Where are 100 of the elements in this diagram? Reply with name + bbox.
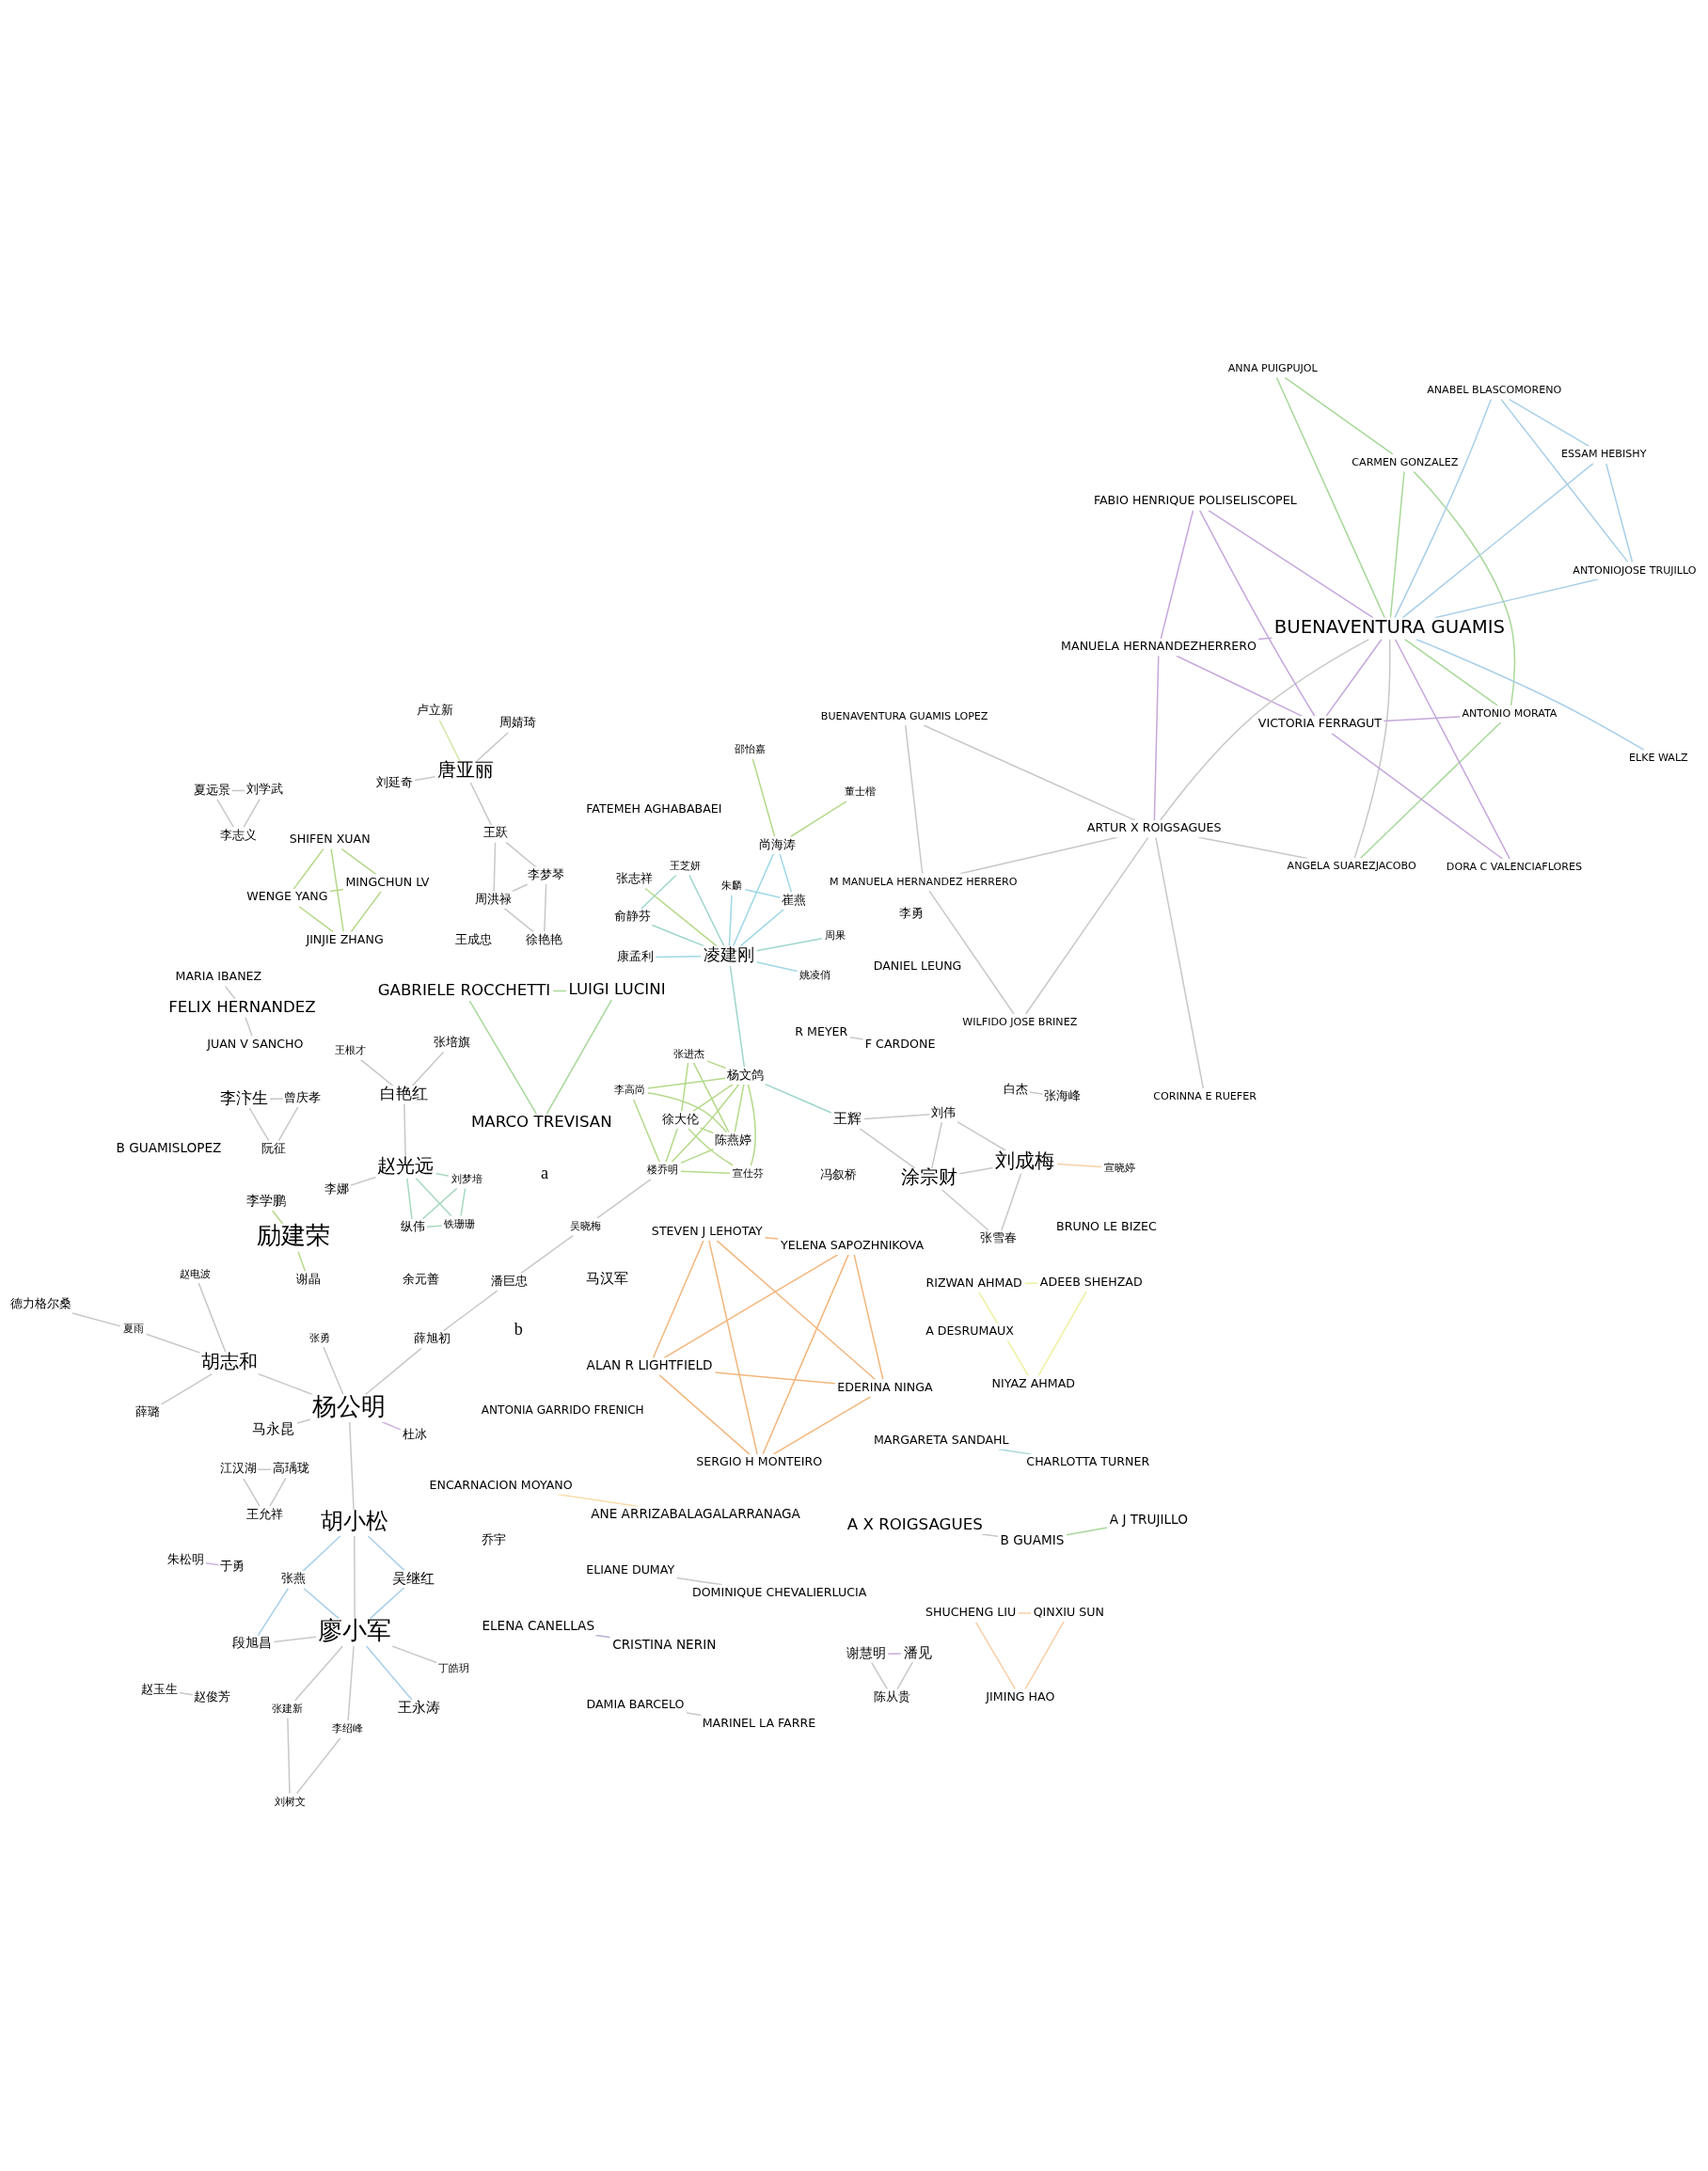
connector	[729, 965, 746, 1069]
node-text: CORINNA E RUEFER	[1153, 1090, 1257, 1103]
connector	[680, 1062, 689, 1113]
label: a	[541, 1163, 549, 1182]
node-text: DORA C VALENCIAFLORES	[1446, 860, 1583, 873]
connector	[1415, 638, 1645, 752]
node-text: 徐大伦	[661, 1111, 699, 1126]
node-text: 王根才	[334, 1044, 366, 1057]
node-text: ANTONIO MORATA	[1462, 706, 1558, 720]
connector	[224, 985, 236, 1000]
connector	[544, 883, 547, 933]
connector	[1359, 721, 1502, 860]
connector	[686, 1712, 703, 1717]
node-text: JIMING HAO	[986, 1688, 1055, 1704]
connector	[594, 1634, 611, 1639]
node-text: MARIA IBANEZ	[175, 969, 262, 984]
connector	[269, 1098, 284, 1100]
node-text: 李学鹏	[245, 1193, 286, 1209]
node-text: 冯叙桥	[820, 1166, 858, 1181]
connector	[1176, 655, 1304, 718]
node-text: ANNA PUIGPUJOL	[1227, 361, 1318, 374]
node-text: MARINEL LA FARRE	[702, 1715, 816, 1730]
connector	[958, 1166, 994, 1175]
connector	[755, 961, 799, 973]
connector	[644, 887, 718, 947]
node-text: 王永涛	[398, 1698, 441, 1716]
connector	[71, 1312, 121, 1327]
connector	[348, 1421, 355, 1511]
node-text: 李娜	[324, 1181, 349, 1196]
node-text: 张勇	[309, 1331, 331, 1344]
connector	[853, 1254, 884, 1381]
connector	[665, 1128, 679, 1163]
connector	[870, 1661, 889, 1690]
connector	[1401, 462, 1594, 619]
connector	[739, 908, 785, 947]
connector	[658, 1374, 751, 1455]
node-text: 俞静芬	[613, 909, 651, 924]
connector	[652, 1240, 704, 1359]
node-text: 杜冰	[402, 1426, 427, 1441]
connector	[330, 848, 344, 933]
node-text: 潘巨忠	[490, 1273, 528, 1288]
node-text: ELKE WALZ	[1628, 752, 1688, 765]
node-text: M MANUELA HERNANDEZ HERRERO	[830, 875, 1018, 888]
node-text: ELIANE DUMAY	[586, 1562, 675, 1577]
connector	[245, 1016, 253, 1038]
connector	[1024, 1621, 1065, 1690]
node-text: 王成忠	[454, 931, 492, 946]
connector	[354, 1535, 356, 1620]
connector	[1284, 376, 1394, 455]
connector	[1017, 1612, 1033, 1614]
connector	[460, 1187, 467, 1217]
node-text: 周洪禄	[475, 891, 513, 906]
node-text: 赵光远	[377, 1155, 435, 1178]
connector	[663, 1254, 839, 1359]
node-text: BRUNO LE BIZEC	[1056, 1219, 1157, 1234]
node-text: 邵怡嘉	[735, 743, 767, 756]
node-text: 徐艳艳	[525, 931, 562, 946]
connector	[205, 1562, 220, 1566]
connector	[734, 1084, 745, 1133]
node-text: DANIEL LEUNG	[873, 958, 962, 973]
node-text: 张建新	[272, 1702, 304, 1715]
connector	[887, 1653, 902, 1655]
node-text: 廖小军	[318, 1615, 392, 1644]
connector	[923, 724, 1136, 821]
connector	[772, 1396, 872, 1455]
node-text: 尚海涛	[758, 836, 796, 851]
connector	[688, 1128, 735, 1166]
connector	[349, 1176, 377, 1186]
node-text: ANTONIOJOSE TRUJILLO	[1573, 563, 1697, 577]
node-text: 唐亚丽	[436, 759, 494, 782]
label: b	[514, 1320, 523, 1339]
node-text: 李汴生	[220, 1088, 269, 1107]
node-text: 德力格尔桑	[9, 1295, 71, 1310]
connector	[216, 799, 235, 829]
node-text: 高瑀珑	[272, 1461, 309, 1476]
node-text: CARMEN GONZALEZ	[1352, 455, 1459, 468]
node-text: A X ROIGSAGUES	[846, 1514, 983, 1533]
connector	[1325, 638, 1383, 717]
node-text: 江汉湖	[219, 1461, 257, 1476]
connector	[849, 1037, 864, 1040]
node-text: JINJIE ZHANG	[306, 931, 384, 946]
connector	[257, 1468, 273, 1471]
node-text: LUIGI LUCINI	[568, 980, 666, 999]
node-text: 刘成梅	[995, 1148, 1055, 1172]
connector	[287, 1717, 291, 1795]
connector	[928, 890, 1015, 1015]
node-text: F CARDONE	[864, 1036, 936, 1051]
node-text: SHUCHENG LIU	[925, 1605, 1017, 1620]
connector	[1160, 638, 1370, 821]
connector	[764, 1083, 832, 1114]
connector	[1403, 638, 1498, 706]
connector	[651, 924, 705, 947]
node-text: R MEYER	[795, 1024, 848, 1039]
node-text: A J TRUJILLO	[1109, 1511, 1188, 1527]
connector	[896, 1661, 913, 1690]
node-text: 王允祥	[246, 1506, 284, 1521]
node-text: 胡小松	[320, 1508, 388, 1535]
node-text: ANTONIA GARRIDO FRENICH	[481, 1402, 644, 1417]
node-text: 凌建刚	[703, 943, 754, 964]
connector	[1066, 1527, 1109, 1536]
